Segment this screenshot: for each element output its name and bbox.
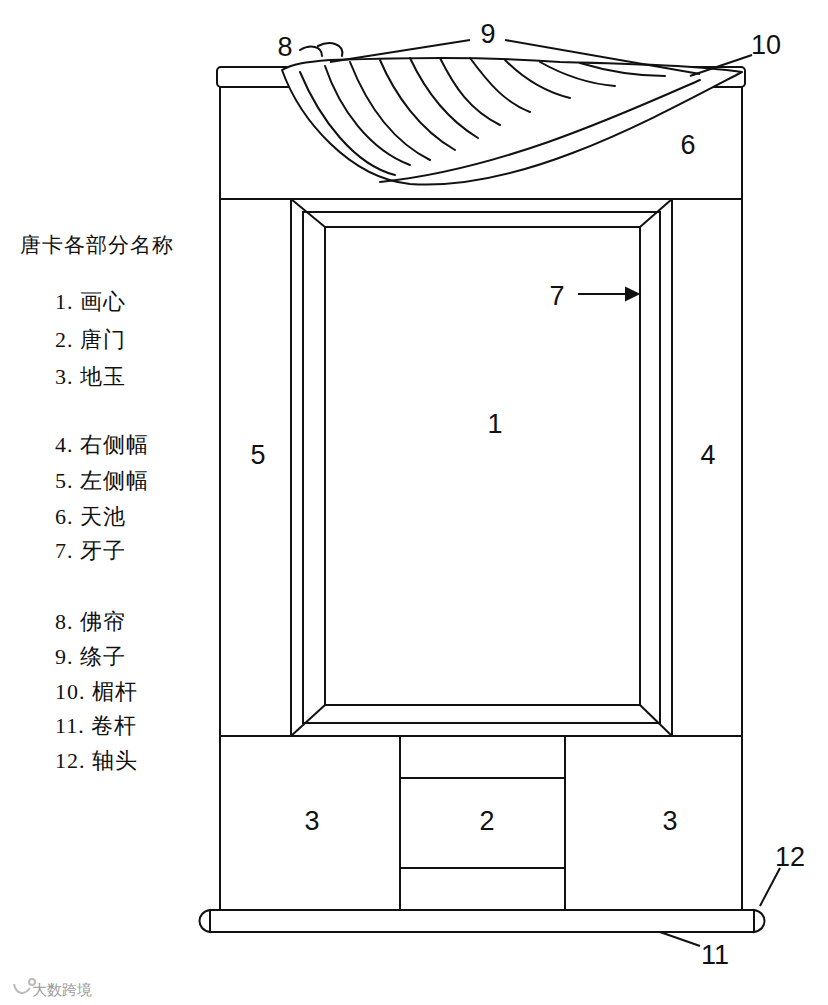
- callout-number: 5: [250, 440, 265, 471]
- watermark-logo: [14, 979, 35, 993]
- callout-number: 6: [680, 130, 695, 161]
- callout-number: 12: [775, 842, 805, 873]
- mount-region: 5: [220, 199, 291, 736]
- part-name: 10. 楣杆: [55, 677, 138, 707]
- bottom-roller: [210, 910, 754, 932]
- leader-lines: [330, 40, 780, 946]
- mount-region: 3: [220, 736, 400, 912]
- part-name: 3. 地玉: [55, 362, 126, 392]
- part-name: 2. 唐门: [55, 325, 126, 355]
- callout-number: 9: [480, 19, 495, 50]
- watermark: 大数跨境: [32, 981, 92, 1000]
- part-name: 1. 画心: [55, 287, 126, 317]
- part-name: 4. 右侧幅: [55, 430, 149, 460]
- mount-region: 6: [220, 87, 742, 199]
- list-title: 唐卡各部分名称: [20, 231, 174, 259]
- mount-region: 4: [672, 199, 742, 736]
- callout-number: 10: [751, 30, 781, 61]
- part-name: 8. 佛帘: [55, 607, 126, 637]
- callout-number: 3: [304, 806, 319, 837]
- mount-outline: [220, 86, 742, 912]
- part-name: 7. 牙子: [55, 536, 126, 566]
- callout-number: 4: [700, 440, 715, 471]
- callout-number: 2: [479, 806, 494, 837]
- callout-number: 3: [662, 806, 677, 837]
- callout-number: 8: [277, 32, 292, 63]
- curtain: [282, 43, 742, 184]
- part-name: 6. 天池: [55, 502, 126, 532]
- mount-region: 1: [325, 227, 640, 705]
- part-name: 12. 轴头: [55, 746, 138, 776]
- callout-number: 1: [487, 409, 502, 440]
- roller-end: [200, 910, 211, 932]
- part-name: 11. 卷杆: [55, 711, 137, 741]
- callout-number: 7: [549, 281, 564, 312]
- part-name: 9. 绦子: [55, 642, 126, 672]
- roller-end: [754, 910, 765, 932]
- mount-region: 3: [565, 736, 742, 912]
- callout-number: 11: [701, 940, 729, 971]
- part-name: 5. 左侧幅: [55, 466, 149, 496]
- mount-region: 2: [400, 736, 565, 912]
